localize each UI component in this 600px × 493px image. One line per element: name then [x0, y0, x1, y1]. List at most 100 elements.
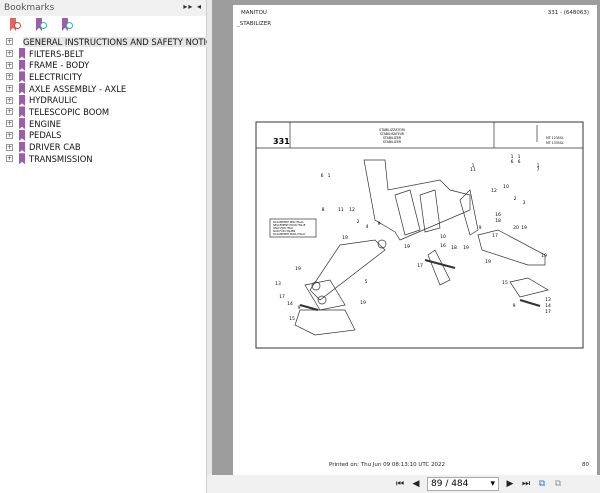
note-line: NUR FÜR ITALIEN [273, 228, 295, 233]
expand-icon[interactable]: + [6, 61, 13, 69]
bookmarks-title: Bookmarks [4, 3, 55, 13]
first-page-icon[interactable]: ⏮ [395, 479, 405, 489]
last-page-icon[interactable]: ⏭ [521, 479, 531, 489]
expand-icon[interactable]: + [6, 96, 13, 104]
part-callout: 20 [513, 225, 519, 231]
expand-icon[interactable]: + [6, 155, 13, 163]
part-callout: 17 [545, 309, 551, 315]
part-callout: 18 [451, 245, 457, 251]
new-bookmark-icon[interactable] [36, 18, 47, 31]
note-line: SEULEMENT POUR ITALIE [273, 223, 306, 227]
bookmark-item[interactable]: + DRIVER CAB [0, 141, 206, 153]
page-dropdown-icon[interactable]: ▾ [490, 479, 495, 489]
part-callout: 1 [537, 163, 540, 169]
bookmark-icon [19, 129, 25, 141]
navigation-toolbar: ⏮ ◀ 89 / 484 ▾ ▶ ⏭ ⧉ ⧉ [212, 475, 600, 493]
part-callout: 9 [298, 305, 301, 311]
bookmark-item[interactable]: +TRANSMISSION [0, 153, 206, 165]
fit-page-icon[interactable]: ⧉ [538, 479, 546, 489]
bookmark-label: HYDRAULIC [29, 95, 78, 106]
part-callout: 19 [485, 259, 491, 265]
page-field-value: 89 / 484 [431, 479, 469, 489]
bookmark-label: ELECTRICITY [29, 71, 83, 82]
bookmark-label: AXLE ASSEMBLY - AXLE [29, 83, 127, 94]
part-callout: 6 [321, 173, 324, 179]
part-callout: 13 [275, 281, 281, 287]
expand-icon[interactable]: + [6, 108, 13, 116]
part-callout: 12 [491, 188, 497, 194]
bookmark-item[interactable]: + AXLE ASSEMBLY - AXLE [0, 83, 206, 95]
section-title: _STABILIZER [237, 21, 272, 27]
part-callout: 11 [338, 207, 344, 213]
part-callout: 9 [513, 303, 516, 309]
note-line: ONLY FOR ITALY [273, 226, 294, 230]
expand-icon[interactable]: + [6, 50, 13, 58]
fit-width-icon[interactable]: ⧉ [554, 479, 562, 489]
part-callout: 14 [287, 301, 293, 307]
bookmark-item[interactable]: + ELECTRICITY [0, 71, 206, 83]
part-callout: 1 [328, 173, 331, 179]
part-callout: 10 [503, 184, 509, 190]
part-callout: 2 [357, 219, 360, 225]
part-callout: 12 [349, 207, 355, 213]
printed-on: Printed on: Thu Jun 09 08:13:10 UTC 2022 [329, 462, 445, 468]
bookmarks-header: Bookmarks ▸▸ ◂ [0, 0, 206, 16]
part-callout: 13 [545, 297, 551, 303]
expand-icon[interactable]: + [6, 120, 13, 128]
bookmark-item[interactable]: +PEDALS [0, 129, 206, 142]
part-callout: 9 [378, 221, 381, 227]
expand-icon[interactable]: + [6, 85, 13, 93]
bookmark-icon [19, 153, 25, 165]
part-callout: 15 [502, 280, 508, 286]
delete-bookmark-icon[interactable] [10, 18, 21, 31]
part-callout: 14 [545, 303, 551, 309]
page-ref: 331 - (648063) [547, 10, 589, 16]
panel-splitter[interactable] [207, 0, 212, 475]
page-number-field[interactable]: 89 / 484 ▾ [427, 477, 499, 491]
part-callout: 19 [404, 244, 410, 250]
expand-icon[interactable]: + [6, 143, 13, 151]
part-callout: 17 [417, 263, 423, 269]
part-callout: 17 [492, 233, 498, 239]
bookmark-item[interactable]: + ENGINE [0, 118, 206, 130]
part-callout: 9 [479, 225, 482, 231]
bookmark-item[interactable]: +TELESCOPIC BOOM [0, 106, 206, 118]
bookmark-icon [19, 118, 25, 130]
prev-page-icon[interactable]: ◀ [412, 479, 420, 489]
page-brand: MANITOU [241, 10, 267, 16]
bookmark-item[interactable]: + GENERAL INSTRUCTIONS AND SAFETY NOTICE [0, 36, 218, 48]
bookmark-icon [19, 71, 25, 83]
part-callout: 16 [440, 243, 446, 249]
part-callout: 4 [366, 224, 369, 230]
bookmark-properties-icon[interactable] [62, 18, 73, 31]
bookmark-icon [19, 94, 25, 106]
expand-icon[interactable]: + [6, 73, 13, 81]
expand-icon[interactable]: + [6, 38, 13, 46]
expand-icon[interactable]: + [6, 131, 13, 139]
bookmark-icon [19, 83, 25, 95]
plate-title: STABILIZZATORI [379, 128, 405, 132]
part-callout: 7 [537, 167, 540, 173]
part-callout: 19 [521, 225, 527, 231]
part-callout: 2 [514, 196, 517, 202]
part-callout: 6 [518, 159, 521, 165]
part-callout: 1 [511, 154, 514, 160]
part-callout: 19 [360, 300, 366, 306]
bookmark-label: DRIVER CAB [29, 142, 81, 153]
note-line: SOLAMENTE PARA ITALIA [273, 232, 305, 236]
bookmark-label: FILTERS-BELT [29, 48, 84, 59]
plate-number: 331 [273, 137, 290, 146]
plate-model: MT 1235SL [546, 136, 564, 140]
plate-model: MT 1335SL [546, 141, 564, 145]
bookmark-item[interactable]: + FILTERS-BELT [0, 48, 206, 60]
panel-controls[interactable]: ▸▸ ◂ [183, 2, 202, 11]
bookmark-item[interactable]: + FRAME - BODY [0, 59, 206, 71]
bookmark-label: FRAME - BODY [29, 60, 90, 71]
bookmark-label: ENGINE [29, 118, 62, 129]
bookmark-item[interactable]: + HYDRAULIC [0, 94, 206, 106]
next-page-icon[interactable]: ▶ [506, 479, 514, 489]
part-callout: 1 [472, 163, 475, 169]
bookmark-label: GENERAL INSTRUCTIONS AND SAFETY NOTICE [23, 36, 218, 47]
